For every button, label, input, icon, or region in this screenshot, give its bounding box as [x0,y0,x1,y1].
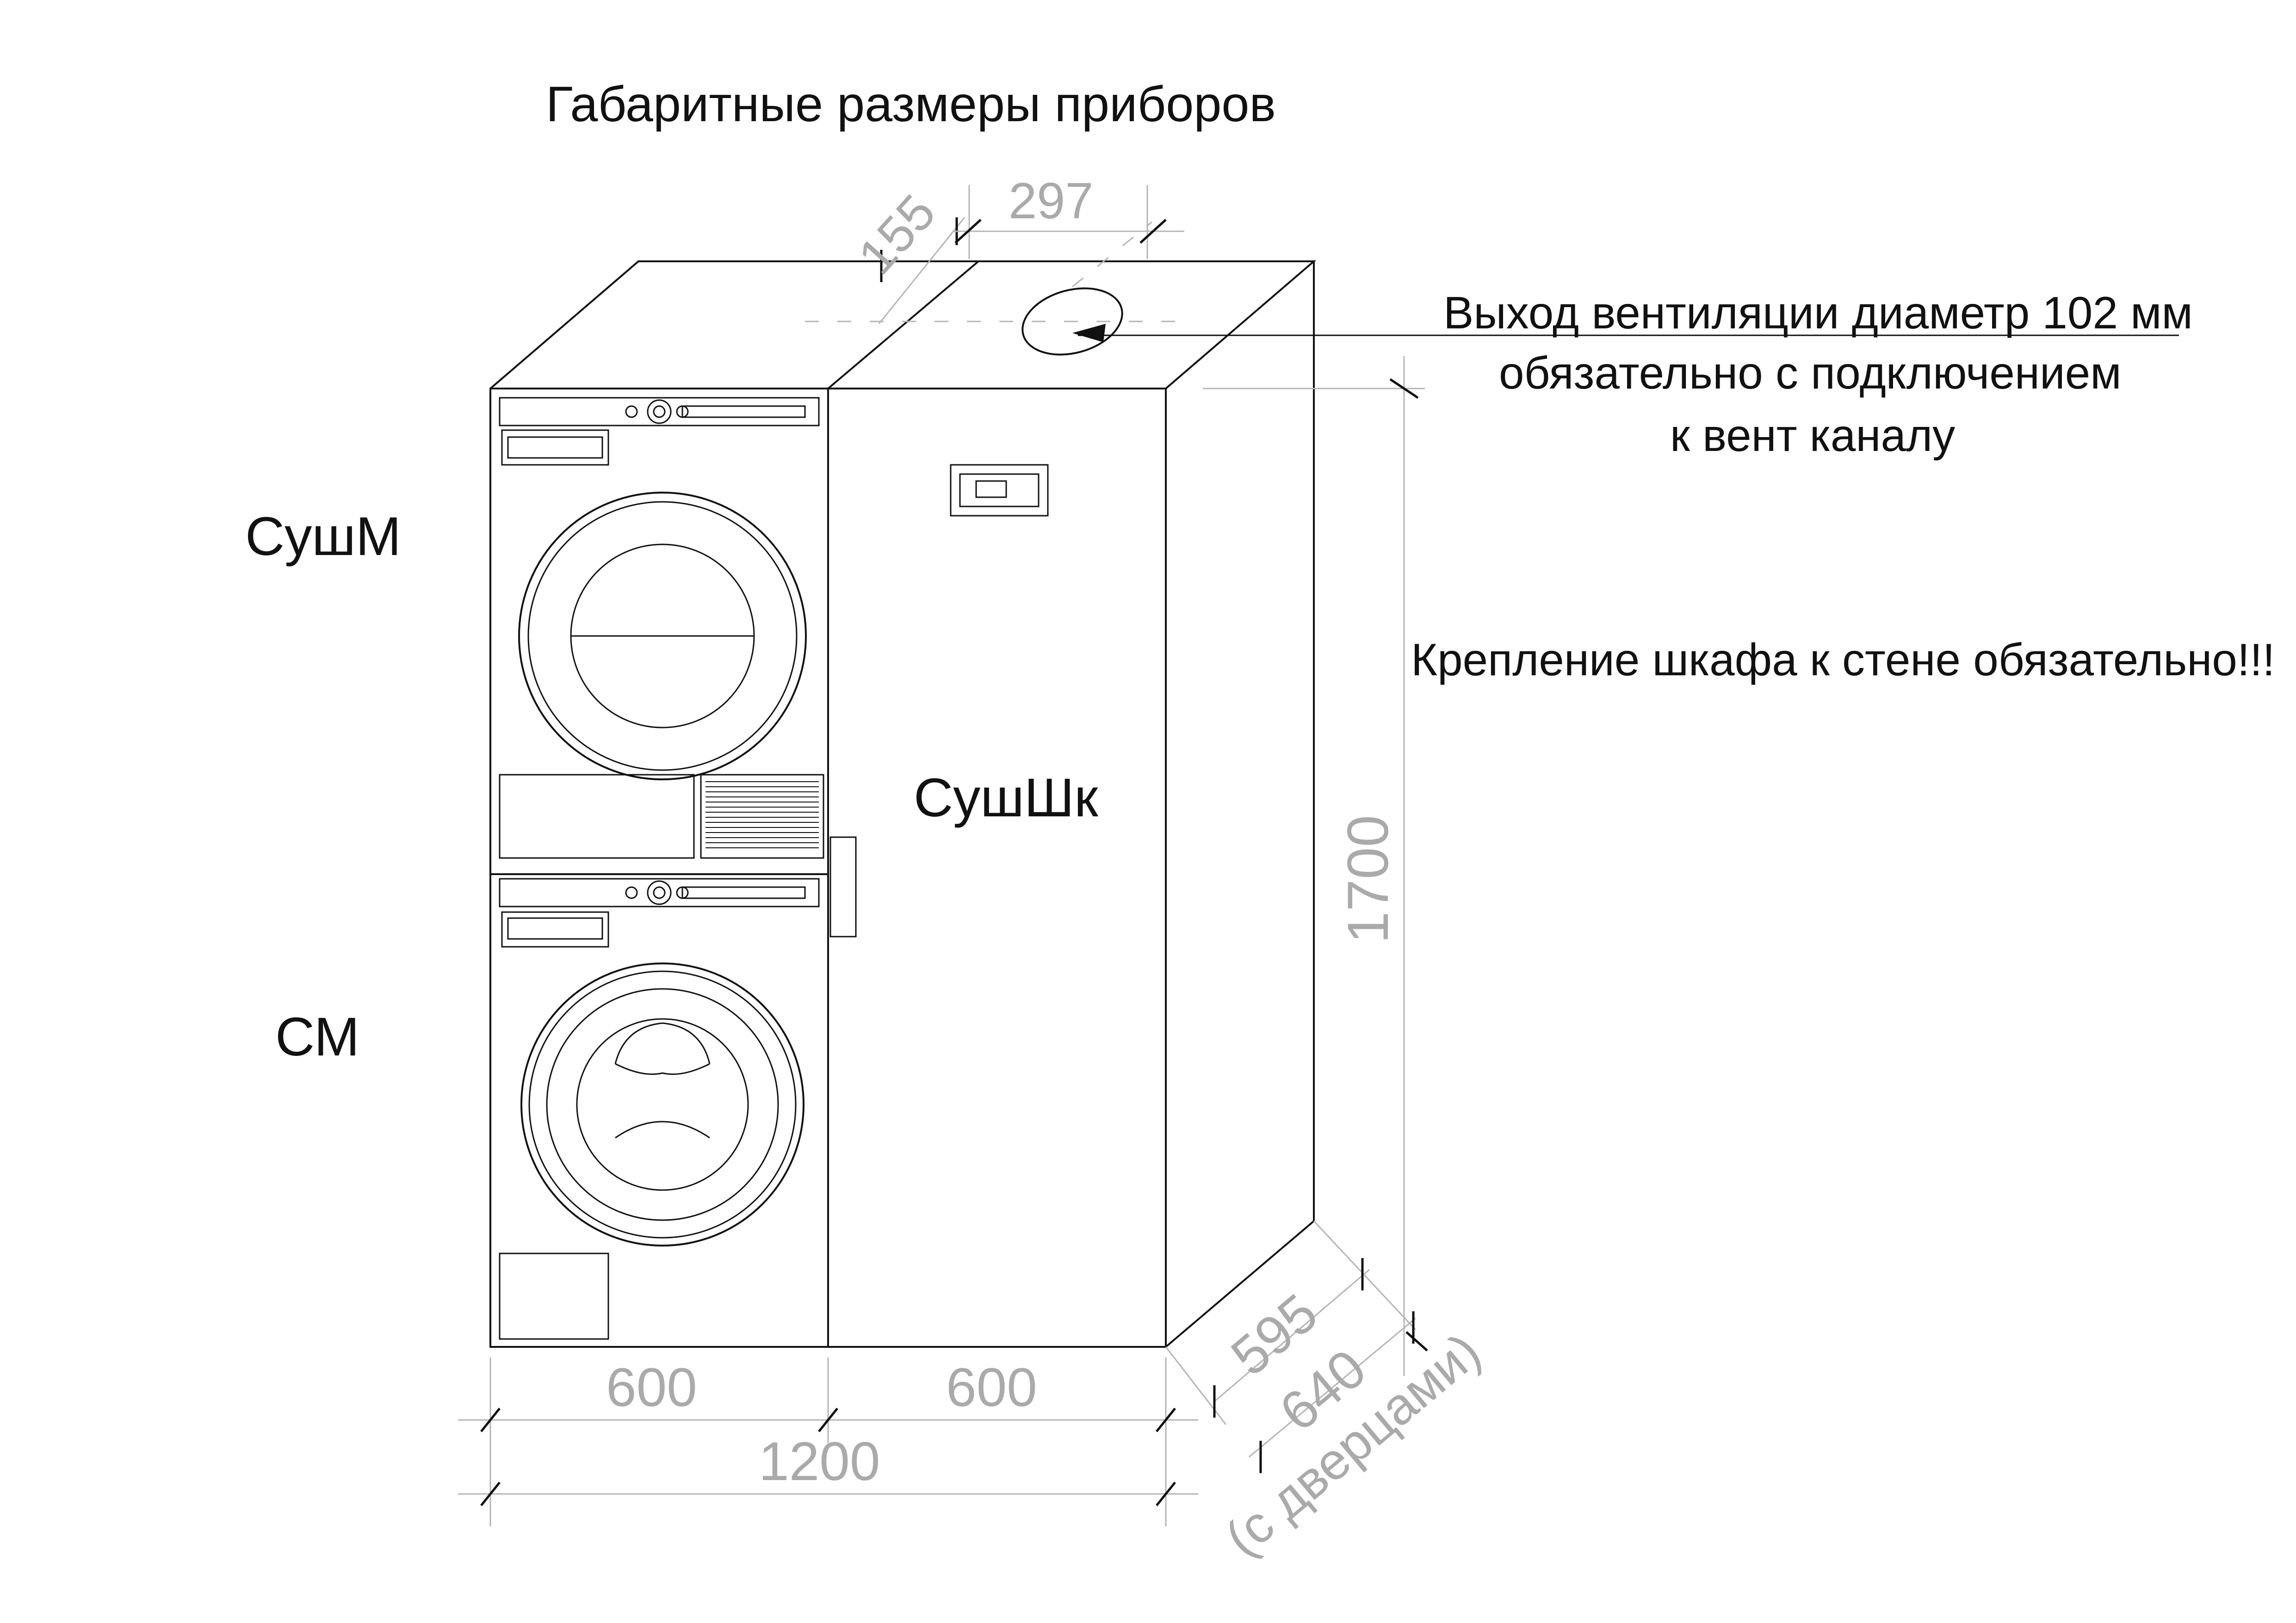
wall-mount-note: Крепление шкафа к стене обязательно!!! [1411,634,2275,685]
drying-cabinet-unit [827,388,1167,1348]
height-dimension: 1700 [1203,356,1428,1376]
vent-note-line1: Выход вентиляции диаметр 102 мм [1443,287,2193,338]
label-dryer: СушМ [245,506,401,567]
top-vent-dimension: 297 [953,173,1184,259]
cabinet-door-handle [829,836,857,938]
top-offset-dimension: 155 [847,184,965,324]
depth-dimensions: 595 640 (с дверцами) [1165,1220,1491,1567]
label-washer: СМ [275,1006,359,1068]
dim-width-right: 600 [946,1357,1037,1418]
dim-width-left: 600 [606,1357,697,1418]
washer-unit [489,873,829,1348]
vent-note-line2: обязательно с подключением [1499,347,2122,398]
vent-leader [1072,324,2179,342]
dryer-unit [489,388,829,875]
vent-note-line3: к вент каналу [1670,410,1955,461]
dim-height: 1700 [1336,815,1400,944]
width-dimensions: 600 600 1200 [458,1357,1198,1526]
page-title: Габаритные размеры приборов [546,76,1276,132]
vent-outlet-hole [1021,287,1123,356]
cabinet-top-face [489,260,1317,1348]
label-drying-cabinet: СушШк [914,767,1099,828]
dim-width-total: 1200 [759,1431,880,1492]
dim-top-offset: 155 [847,184,946,285]
dim-top-vent: 297 [1009,173,1094,229]
dryer-vent-grille [700,774,824,859]
